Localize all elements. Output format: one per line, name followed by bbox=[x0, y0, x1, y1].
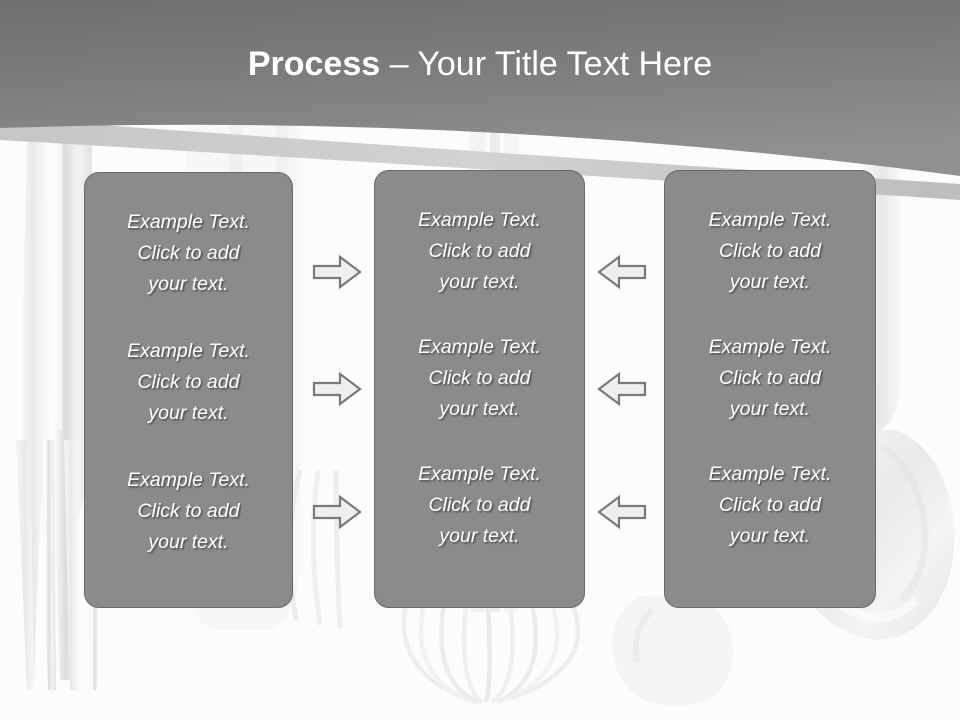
text-block[interactable]: Example Text. Click to add your text. bbox=[665, 332, 875, 425]
text-block[interactable]: Example Text. Click to add your text. bbox=[665, 205, 875, 298]
arrow-left-icon[interactable] bbox=[597, 494, 647, 530]
text-block[interactable]: Example Text. Click to add your text. bbox=[665, 459, 875, 552]
arrow-left-icon[interactable] bbox=[597, 371, 647, 407]
text-line: your text. bbox=[439, 271, 520, 293]
arrow-right-icon[interactable] bbox=[312, 371, 362, 407]
arrow-right-icon[interactable] bbox=[312, 254, 362, 290]
process-column-middle[interactable]: Example Text. Click to add your text. Ex… bbox=[374, 170, 585, 608]
text-block[interactable]: Example Text. Click to add your text. bbox=[85, 465, 292, 558]
text-line: Click to add bbox=[719, 367, 821, 389]
text-line: Example Text. bbox=[418, 463, 541, 485]
header-band-shape bbox=[0, 0, 960, 176]
text-line: Example Text. bbox=[708, 336, 832, 358]
text-line: your text. bbox=[729, 525, 811, 547]
text-line: your text. bbox=[439, 525, 520, 547]
text-block[interactable]: Example Text. Click to add your text. bbox=[375, 459, 584, 552]
text-line: Click to add bbox=[428, 367, 531, 389]
process-column-left[interactable]: Example Text. Click to add your text. Ex… bbox=[84, 172, 293, 608]
page-title: Process – Your Title Text Here bbox=[0, 45, 960, 83]
text-line: Click to add bbox=[137, 242, 240, 264]
text-line: Click to add bbox=[719, 494, 821, 516]
text-line: Click to add bbox=[137, 500, 240, 522]
text-line: your text. bbox=[729, 271, 811, 293]
arrow-right-icon[interactable] bbox=[312, 494, 362, 530]
text-line: Example Text. bbox=[708, 209, 832, 231]
text-line: Example Text. bbox=[127, 211, 250, 233]
text-line: your text. bbox=[148, 531, 229, 553]
utensil-bowl-art bbox=[612, 596, 733, 706]
text-line: Example Text. bbox=[418, 209, 541, 231]
text-line: Example Text. bbox=[708, 463, 832, 485]
text-block[interactable]: Example Text. Click to add your text. bbox=[375, 205, 584, 298]
page-title-strong: Process bbox=[247, 45, 381, 83]
text-line: your text. bbox=[148, 402, 229, 424]
text-line: Click to add bbox=[428, 494, 531, 516]
arrow-left-icon[interactable] bbox=[597, 254, 647, 290]
page-title-light: Your Title Text Here bbox=[417, 45, 713, 83]
text-line: Example Text. bbox=[418, 336, 541, 358]
text-line: your text. bbox=[148, 273, 229, 295]
page-title-separator: – bbox=[380, 45, 418, 83]
text-block[interactable]: Example Text. Click to add your text. bbox=[85, 336, 292, 429]
text-block[interactable]: Example Text. Click to add your text. bbox=[85, 207, 292, 300]
text-line: Example Text. bbox=[127, 469, 250, 491]
text-line: your text. bbox=[439, 398, 520, 420]
text-block[interactable]: Example Text. Click to add your text. bbox=[375, 332, 584, 425]
text-line: Click to add bbox=[137, 371, 240, 393]
text-line: Click to add bbox=[719, 240, 821, 262]
process-column-right[interactable]: Example Text. Click to add your text. Ex… bbox=[664, 170, 876, 608]
text-line: your text. bbox=[729, 398, 811, 420]
text-line: Click to add bbox=[428, 240, 531, 262]
text-line: Example Text. bbox=[127, 340, 250, 362]
